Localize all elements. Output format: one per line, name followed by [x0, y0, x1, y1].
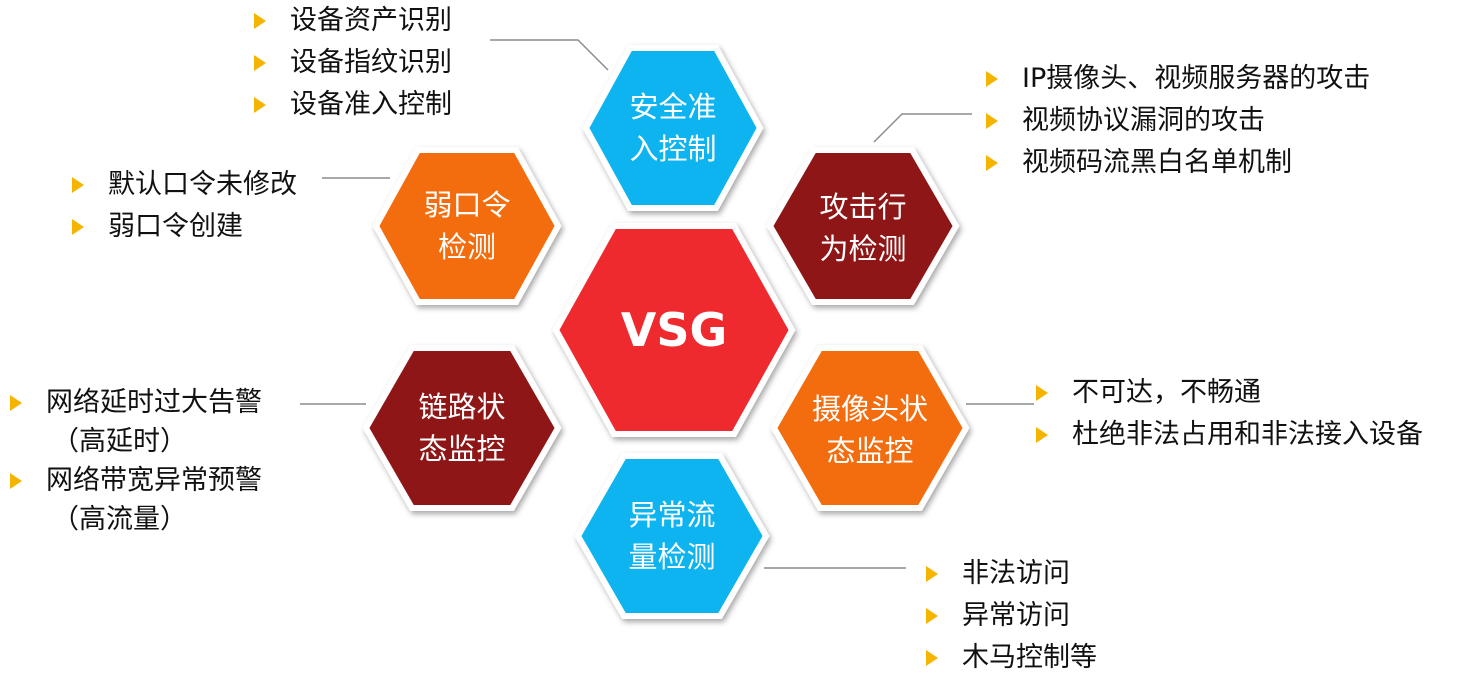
hexagon-label-link-monitor: 链路状 态监控: [418, 386, 505, 470]
hexagon-label-line: 弱口令: [423, 188, 511, 222]
list-item: 设备指纹识别: [254, 42, 452, 84]
hexagon-label-line: 异常流: [628, 498, 716, 532]
hexagon-label-line: 为检测: [819, 232, 907, 266]
hexagon-label-line: 检测: [437, 230, 497, 264]
list-item-text: 网络延时过大告警: [46, 387, 262, 418]
bullet-triangle-icon: [1036, 427, 1048, 443]
hexagon-label-access-control: 安全准 入控制: [629, 86, 716, 170]
list-item-text: 不可达，不畅通: [1072, 377, 1261, 408]
list-item: 木马控制等: [926, 637, 1097, 679]
list-item-subtext: （高流量）: [52, 504, 187, 535]
list-attack-detection: IP摄像头、视频服务器的攻击 视频协议漏洞的攻击 视频码流黑白名单机制: [986, 58, 1370, 184]
bullet-triangle-icon: [926, 608, 938, 624]
hexagon-label-traffic-detection: 异常流 量检测: [628, 494, 715, 578]
list-camera-monitor: 不可达，不畅通 杜绝非法占用和非法接入设备: [1036, 372, 1423, 456]
list-item-text: IP摄像头、视频服务器的攻击: [1022, 63, 1371, 94]
list-item-text: 异常访问: [962, 600, 1070, 631]
hexagon-label-line: 态监控: [826, 434, 914, 468]
hexagon-label-line: 攻击行: [819, 190, 907, 224]
list-item-text: 视频码流黑白名单机制: [1022, 147, 1292, 178]
bullet-triangle-icon: [254, 13, 266, 29]
list-item: 非法访问: [926, 553, 1097, 595]
bullet-triangle-icon: [926, 566, 938, 582]
list-item-text: 设备准入控制: [290, 89, 452, 120]
connector-attack-detection: [873, 113, 972, 143]
bullet-triangle-icon: [254, 97, 266, 113]
hexagon-center-vsg: [552, 223, 796, 437]
bullet-triangle-icon: [1036, 385, 1048, 401]
list-item-text: 非法访问: [962, 558, 1070, 589]
center-label-vsg: VSG: [620, 303, 728, 357]
bullet-triangle-icon: [72, 219, 84, 235]
list-item: 视频协议漏洞的攻击: [986, 100, 1370, 142]
connector-access-control: [490, 39, 609, 71]
bullet-triangle-icon: [10, 473, 22, 489]
hexagon-label-line: 量检测: [628, 540, 716, 574]
list-item-text: 弱口令创建: [108, 211, 243, 242]
hexagon-label-line: 安全准: [629, 90, 717, 124]
list-item-subtext: （高延时）: [52, 426, 187, 457]
list-item: 不可达，不畅通: [1036, 372, 1423, 414]
list-item: 设备准入控制: [254, 84, 452, 126]
list-item-text: 网络带宽异常预警: [46, 465, 262, 496]
hexagon-label-line: 摄像头状: [811, 392, 929, 426]
hexagon-label-camera-monitor: 摄像头状 态监控: [812, 388, 928, 472]
list-item: 设备资产识别: [254, 0, 452, 42]
list-item: 杜绝非法占用和非法接入设备: [1036, 414, 1423, 456]
list-access-control: 设备资产识别 设备指纹识别 设备准入控制: [254, 0, 452, 126]
hexagon-attack-detection: [766, 147, 960, 305]
list-item: 网络带宽异常预警 （高流量）: [10, 460, 262, 538]
bullet-triangle-icon: [10, 395, 22, 411]
bullet-triangle-icon: [986, 113, 998, 129]
hexagon-label-line: 链路状: [418, 390, 506, 424]
hexagon-label-weak-password: 弱口令 检测: [423, 184, 510, 268]
bullet-triangle-icon: [986, 71, 998, 87]
list-item: 弱口令创建: [72, 206, 297, 248]
hexagon-weak-password: [372, 147, 562, 305]
hexagon-label-line: 入控制: [629, 132, 717, 166]
list-weak-password: 默认口令未修改 弱口令创建: [72, 164, 297, 248]
hexagon-traffic-detection: [574, 453, 770, 619]
list-item-text: 设备资产识别: [290, 5, 452, 36]
hexagon-link-monitor: [362, 345, 562, 511]
list-item: 视频码流黑白名单机制: [986, 142, 1370, 184]
hexagon-label-line: 态监控: [418, 432, 506, 466]
list-traffic-detection: 非法访问 异常访问 木马控制等: [926, 553, 1097, 679]
hexagon-camera-monitor: [770, 345, 970, 511]
list-item: IP摄像头、视频服务器的攻击: [986, 58, 1370, 100]
list-item: 默认口令未修改: [72, 164, 297, 206]
list-link-monitor: 网络延时过大告警 （高延时） 网络带宽异常预警 （高流量）: [10, 382, 262, 538]
list-item-text: 木马控制等: [962, 642, 1097, 673]
list-item-text: 设备指纹识别: [290, 47, 452, 78]
list-item-text: 杜绝非法占用和非法接入设备: [1072, 419, 1423, 450]
bullet-triangle-icon: [72, 177, 84, 193]
bullet-triangle-icon: [986, 155, 998, 171]
list-item: 异常访问: [926, 595, 1097, 637]
bullet-triangle-icon: [926, 650, 938, 666]
list-item: 网络延时过大告警 （高延时）: [10, 382, 262, 460]
list-item-text: 视频协议漏洞的攻击: [1022, 105, 1265, 136]
bullet-triangle-icon: [254, 55, 266, 71]
list-item-text: 默认口令未修改: [108, 169, 297, 200]
hexagon-access-control: [582, 45, 764, 211]
hexagon-label-attack-detection: 攻击行 为检测: [819, 186, 906, 270]
